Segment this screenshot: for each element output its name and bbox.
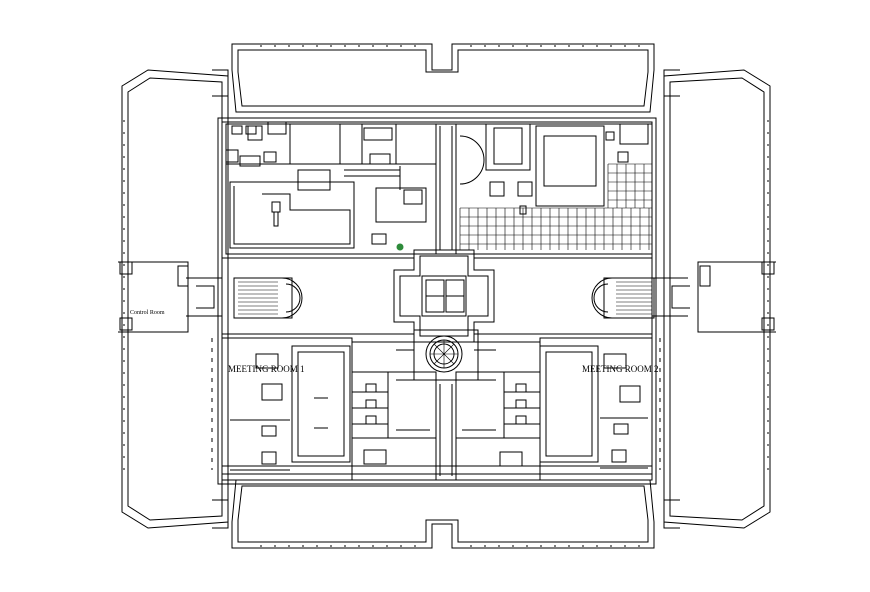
meeting-room-2 (539, 337, 661, 481)
east-west-corridors (186, 257, 688, 335)
elevator-core (393, 249, 495, 343)
core-frame (217, 117, 657, 485)
northeast-block (455, 123, 653, 255)
plant-marker-icon (396, 243, 404, 251)
west-stair (233, 277, 303, 319)
meeting-room-1-label: MEETING ROOM 1 (228, 364, 305, 374)
meeting-room-2-label: MEETING ROOM 2 (582, 364, 659, 374)
rotunda (413, 329, 479, 381)
control-room-block (118, 261, 215, 333)
south-corridor (222, 465, 652, 481)
outer-building-shell (121, 43, 771, 549)
northwest-service-block (225, 121, 437, 255)
east-stub-block (671, 261, 776, 333)
meeting-room-1 (211, 337, 353, 481)
restroom-west (351, 341, 437, 465)
control-room-label: Control Room (130, 310, 165, 316)
restroom-east (455, 341, 541, 467)
east-stair (591, 277, 655, 319)
tiled-floor-area (459, 163, 652, 250)
